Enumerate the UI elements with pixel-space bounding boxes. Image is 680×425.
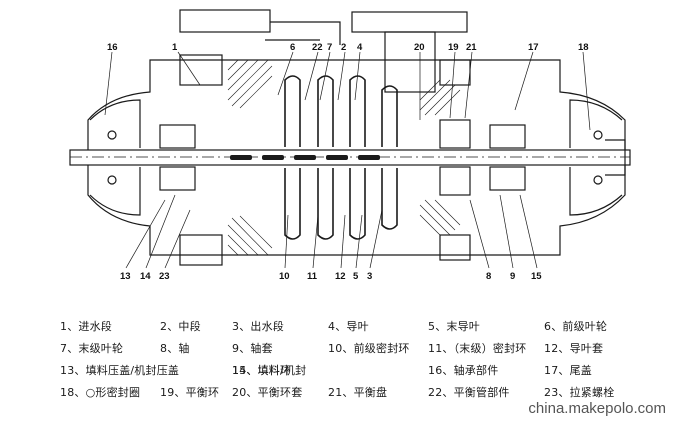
balance-disk-top — [439, 119, 471, 149]
callout-8: 8 — [486, 271, 491, 282]
leader-lines-bottom — [125, 194, 538, 269]
outlet-flange — [351, 11, 468, 33]
callout-11: 11 — [307, 271, 318, 282]
upper-casing-outline — [87, 59, 626, 150]
legend-item: 21、平衡盘 — [328, 386, 388, 399]
legend-item: 11、（末级）密封环 — [428, 342, 527, 355]
legend-item: 6、前级叶轮 — [544, 320, 608, 333]
left-bearing-housing — [89, 99, 141, 216]
right-foot-bottom — [439, 234, 471, 261]
legend-item: 7、末级叶轮 — [60, 342, 124, 355]
callout-17: 17 — [528, 42, 539, 53]
callout-5: 5 — [353, 271, 359, 282]
callout-labels-bottom: 13 14 23 10 11 12 5 3 8 9 15 — [120, 271, 542, 282]
legend-row: 1、进水段 2、中段 3、出水段 4、导叶 5、末导叶 6、前级叶轮 — [60, 318, 680, 340]
callout-13: 13 — [120, 271, 131, 282]
callout-1: 1 — [172, 42, 178, 53]
parts-legend: 1、进水段 2、中段 3、出水段 4、导叶 5、末导叶 6、前级叶轮 7、末级叶… — [60, 318, 680, 406]
top-boss — [384, 31, 436, 93]
seal-left-bottom — [159, 166, 196, 191]
callout-7: 7 — [327, 42, 332, 53]
balance-disk-bottom — [439, 166, 471, 196]
legend-item: 10、前级密封环 — [328, 342, 410, 355]
callout-16: 16 — [107, 42, 118, 53]
callout-labels-top: 1 6 22 7 2 4 20 19 21 17 16 18 — [107, 42, 589, 53]
callout-23: 23 — [159, 271, 170, 282]
watermark: china.makepolo.com — [528, 400, 666, 417]
callout-19: 19 — [448, 42, 459, 53]
leader-lines-top — [104, 51, 591, 131]
right-foot-top — [439, 59, 471, 86]
left-foot-top — [179, 54, 223, 86]
callout-18: 18 — [578, 42, 589, 53]
callout-6: 6 — [290, 42, 295, 53]
legend-item: 8、轴 — [160, 342, 190, 355]
seal-left-top — [159, 124, 196, 149]
legend-item: 16、轴承部件 — [428, 364, 499, 377]
legend-item: 22、平衡管部件 — [428, 386, 510, 399]
right-bearing-housing — [569, 99, 626, 216]
legend-item: 9、轴套 — [232, 342, 273, 355]
callout-14: 14 — [140, 271, 151, 282]
callout-15: 15 — [531, 271, 542, 282]
callout-12: 12 — [335, 271, 346, 282]
legend-item: 18、○形密封圈 — [60, 386, 141, 399]
pump-cross-section-drawing: 1 6 22 7 2 4 20 19 21 17 16 18 13 14 23 … — [69, 9, 631, 282]
legend-item: 14、填料/机封 — [232, 364, 307, 377]
callout-20: 20 — [414, 42, 425, 53]
left-foot-bottom — [179, 234, 223, 266]
callout-22: 22 — [312, 42, 323, 53]
impeller-stages-bottom — [284, 168, 398, 240]
callout-9: 9 — [510, 271, 515, 282]
legend-row: 18、○形密封圈 19、平衡环 20、平衡环套 21、平衡盘 22、平衡管部件 … — [60, 384, 680, 406]
shaft-keyways — [230, 155, 380, 160]
seal-right-bottom — [489, 166, 526, 191]
callout-4: 4 — [357, 42, 363, 53]
balance-pipe — [265, 21, 341, 45]
legend-item: 23、拉紧螺栓 — [544, 386, 615, 399]
legend-item: 19、平衡环 — [160, 386, 220, 399]
legend-item: 1、进水段 — [60, 320, 112, 333]
callout-10: 10 — [279, 271, 290, 282]
legend-item: 5、末导叶 — [428, 320, 480, 333]
impeller-stages-top — [284, 75, 398, 147]
seal-right-top — [489, 124, 526, 149]
legend-item: 15、填料环 — [232, 364, 292, 377]
legend-item: 17、尾盖 — [544, 364, 592, 377]
legend-item: 12、导叶套 — [544, 342, 604, 355]
legend-item: 13、填料压盖/机封压盖 — [60, 364, 180, 377]
legend-item: 2、中段 — [160, 320, 201, 333]
legend-item: 20、平衡环套 — [232, 386, 303, 399]
lower-casing-outline — [87, 165, 626, 256]
shaft — [69, 149, 631, 166]
legend-item: 3、出水段 — [232, 320, 284, 333]
legend-row: 13、填料压盖/机封压盖 14、填料/机封 15、填料环 16、轴承部件 17、… — [60, 362, 680, 384]
legend-item: 4、导叶 — [328, 320, 369, 333]
legend-row: 7、末级叶轮 8、轴 9、轴套 10、前级密封环 11、（末级）密封环 12、导… — [60, 340, 680, 362]
inlet-flange — [179, 9, 271, 33]
casing-hatching — [227, 59, 461, 256]
callout-2: 2 — [341, 42, 346, 53]
callout-21: 21 — [466, 42, 477, 53]
callout-3: 3 — [367, 271, 372, 282]
